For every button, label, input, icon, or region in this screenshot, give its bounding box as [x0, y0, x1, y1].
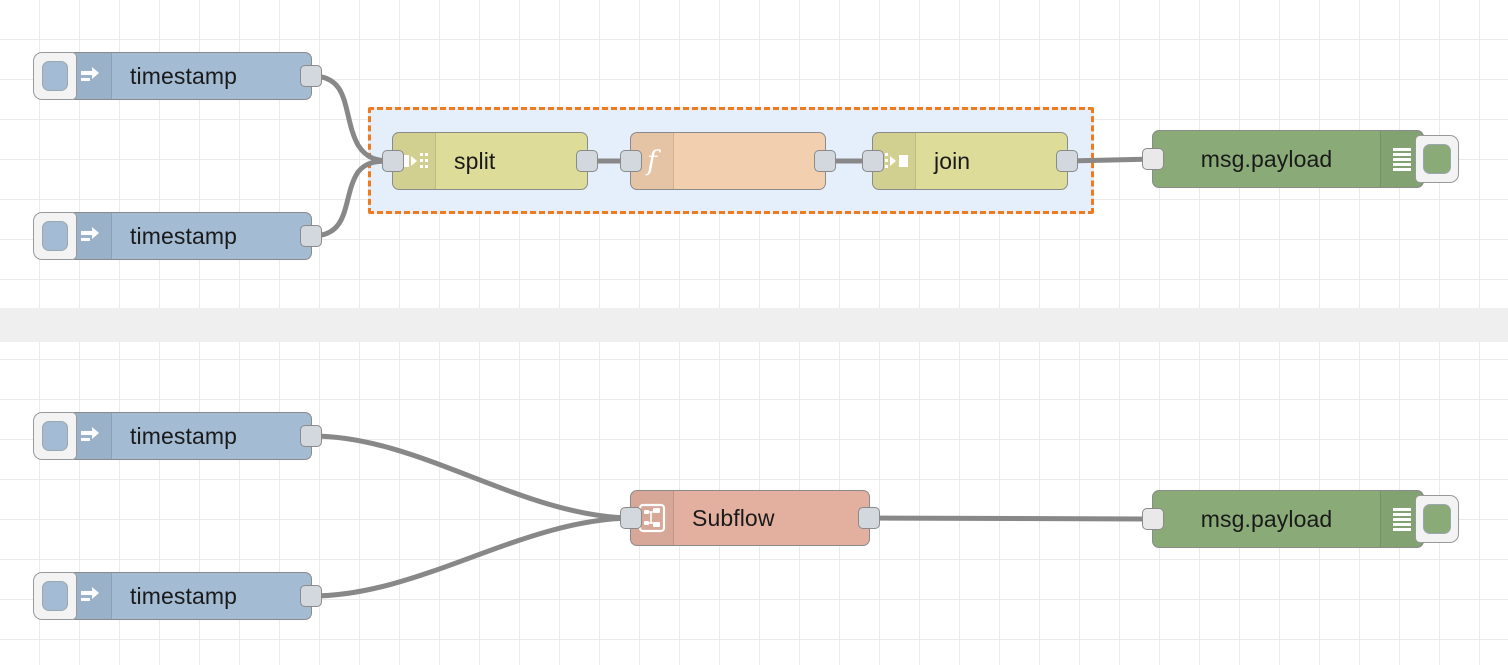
svg-text:f: f — [645, 146, 661, 176]
inject-button[interactable] — [33, 412, 77, 460]
debug-node-2[interactable]: msg.payload — [1142, 490, 1459, 548]
subflow-node-input-port[interactable] — [620, 507, 642, 529]
wire-inject4-to-subflow — [309, 515, 633, 599]
inject-node-4-output-port[interactable] — [300, 585, 322, 607]
debug-toggle-button[interactable] — [1415, 135, 1459, 183]
inject-node-1-label: timestamp — [130, 62, 237, 89]
split-node-output-port[interactable] — [576, 150, 598, 172]
inject-node-4[interactable]: timestamp — [33, 572, 322, 620]
inject-node-2-label: timestamp — [130, 222, 237, 249]
split-node-label: split — [454, 147, 496, 174]
debug-toggle-knob — [1423, 504, 1451, 534]
function-node[interactable]: f — [620, 132, 836, 190]
inject-button-knob — [42, 61, 68, 91]
debug-node-1[interactable]: msg.payload — [1142, 130, 1459, 188]
inject-node-1-output-port[interactable] — [300, 65, 322, 87]
join-node[interactable]: join — [862, 132, 1078, 190]
function-node-input-port[interactable] — [620, 150, 642, 172]
debug-node-2-label: msg.payload — [1200, 505, 1333, 532]
join-node-output-port[interactable] — [1056, 150, 1078, 172]
inject-node-3-output-port[interactable] — [300, 425, 322, 447]
inject-button[interactable] — [33, 572, 77, 620]
inject-button-knob — [42, 221, 68, 251]
split-icon — [393, 133, 436, 189]
inject-button-knob — [42, 421, 68, 451]
split-node[interactable]: split — [382, 132, 598, 190]
inject-node-2[interactable]: timestamp — [33, 212, 322, 260]
inject-button[interactable] — [33, 52, 77, 100]
inject-node-1[interactable]: timestamp — [33, 52, 322, 100]
debug-toggle-knob — [1423, 144, 1451, 174]
wire-inject3-to-subflow — [309, 433, 633, 521]
debug-toggle-button[interactable] — [1415, 495, 1459, 543]
inject-button[interactable] — [33, 212, 77, 260]
debug-node-2-input-port[interactable] — [1142, 508, 1164, 530]
split-node-input-port[interactable] — [382, 150, 404, 172]
subflow-node[interactable]: Subflow — [620, 490, 880, 546]
inject-node-2-output-port[interactable] — [300, 225, 322, 247]
join-node-input-port[interactable] — [862, 150, 884, 172]
wire-subflow-to-debug — [867, 515, 1155, 522]
inject-node-3[interactable]: timestamp — [33, 412, 322, 460]
debug-node-1-input-port[interactable] — [1142, 148, 1164, 170]
flow-lane-divider — [0, 308, 1508, 342]
inject-node-4-label: timestamp — [130, 582, 237, 609]
subflow-node-label: Subflow — [692, 504, 775, 531]
subflow-node-output-port[interactable] — [858, 507, 880, 529]
inject-button-knob — [42, 581, 68, 611]
inject-node-3-label: timestamp — [130, 422, 237, 449]
function-node-output-port[interactable] — [814, 150, 836, 172]
join-node-label: join — [934, 147, 971, 174]
function-node-label — [674, 133, 825, 189]
debug-node-1-label: msg.payload — [1200, 145, 1333, 172]
